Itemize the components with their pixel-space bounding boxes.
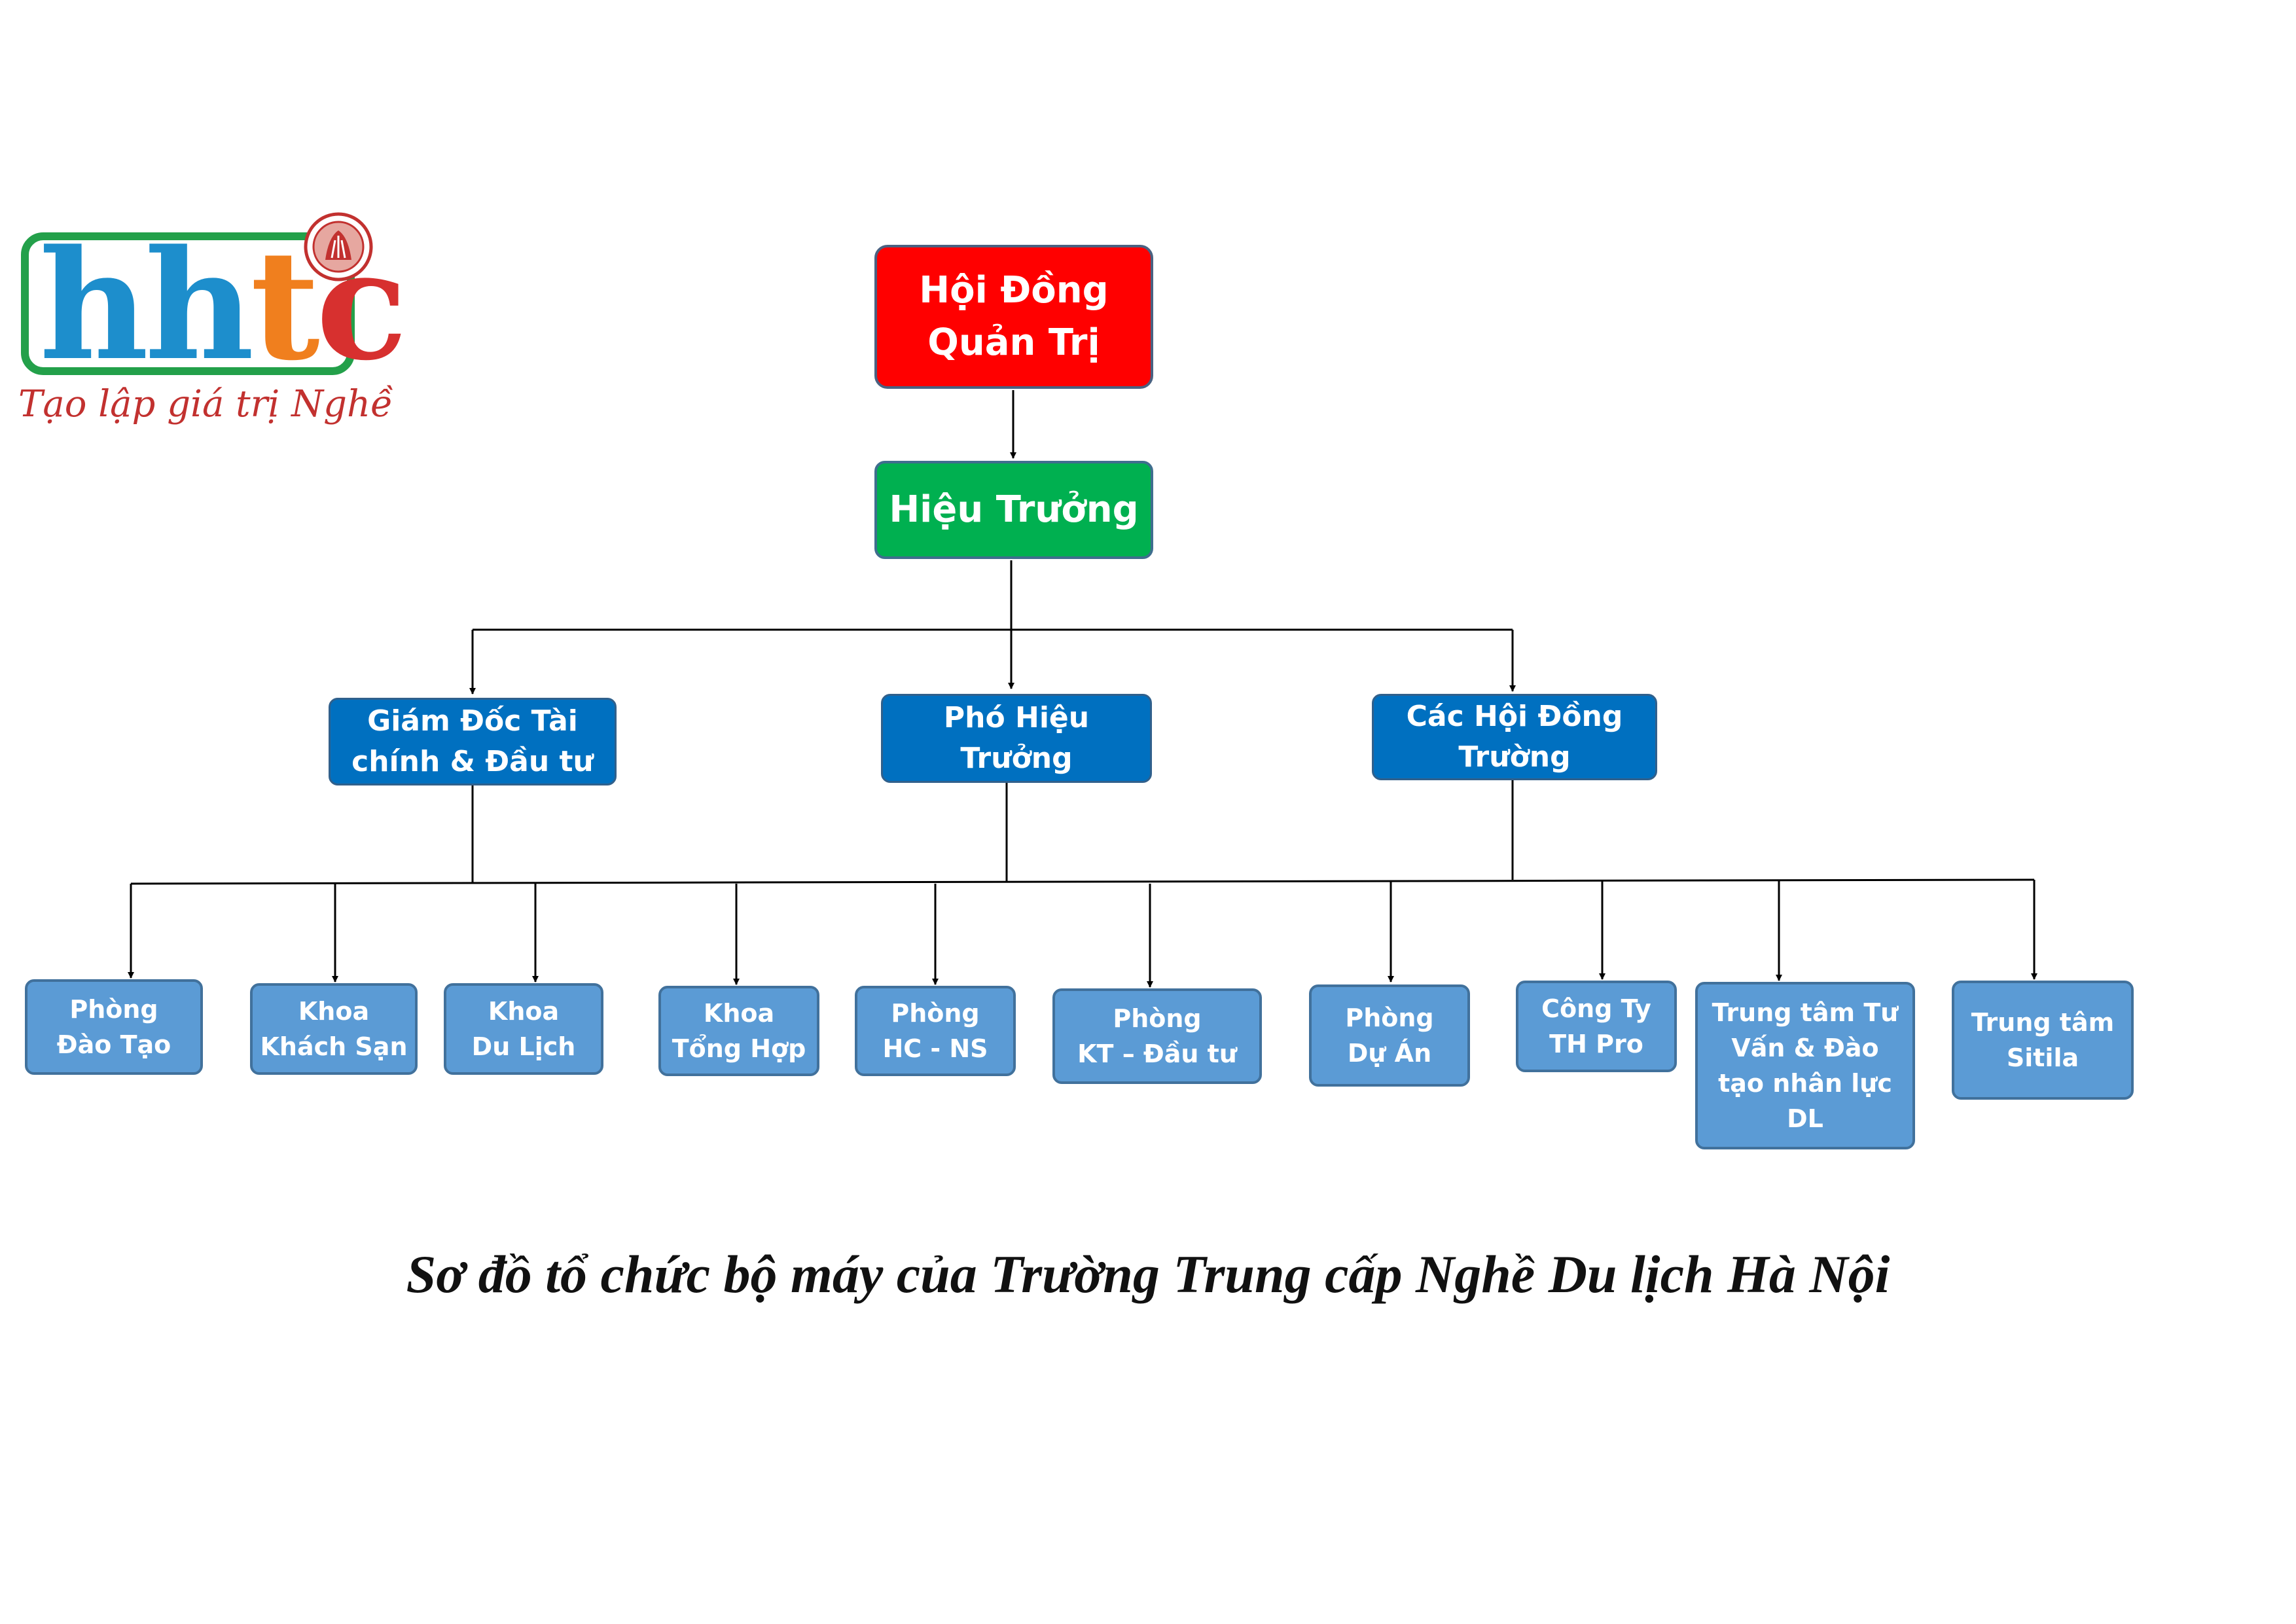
unit-sitila-center: Trung tâm Sitila: [1952, 981, 2134, 1100]
principal-box: Hiệu Trưởng: [874, 461, 1153, 559]
logo-letter-h2: h: [145, 217, 254, 394]
unit-hotel-faculty: Khoa Khách Sạn: [250, 983, 418, 1075]
school-councils-box: Các Hội Đồng Trường: [1372, 694, 1657, 780]
unit-tourism-faculty: Khoa Du Lịch: [444, 983, 603, 1075]
vice-principal-box: Phó Hiệu Trưởng: [881, 694, 1152, 783]
logo-letter-h1: h: [39, 217, 149, 394]
unit-finance-investment-office: Phòng KT – Đầu tư: [1052, 988, 1262, 1084]
unit-th-pro-company: Công Ty TH Pro: [1516, 981, 1677, 1072]
board-of-directors-box: Hội Đồng Quản Trị: [874, 245, 1153, 389]
finance-director-box: Giám Đốc Tài chính & Đầu tư: [329, 698, 617, 785]
seal-icon: [304, 212, 373, 281]
diagram-caption: Sơ đồ tổ chức bộ máy của Trường Trung cấ…: [406, 1244, 1890, 1304]
connector-units-bus: [130, 878, 2035, 885]
logo-tagline: Tạo lập giá trị Nghề: [18, 383, 393, 425]
logo-wordmark: hhtc: [39, 230, 408, 381]
unit-projects-office: Phòng Dự Án: [1309, 984, 1470, 1087]
unit-consulting-training-center: Trung tâm Tư Vấn & Đào tạo nhân lực DL: [1695, 982, 1915, 1149]
unit-training-office: Phòng Đào Tạo: [25, 979, 203, 1075]
unit-admin-hr-office: Phòng HC - NS: [855, 986, 1016, 1076]
unit-general-faculty: Khoa Tổng Hợp: [658, 986, 819, 1076]
